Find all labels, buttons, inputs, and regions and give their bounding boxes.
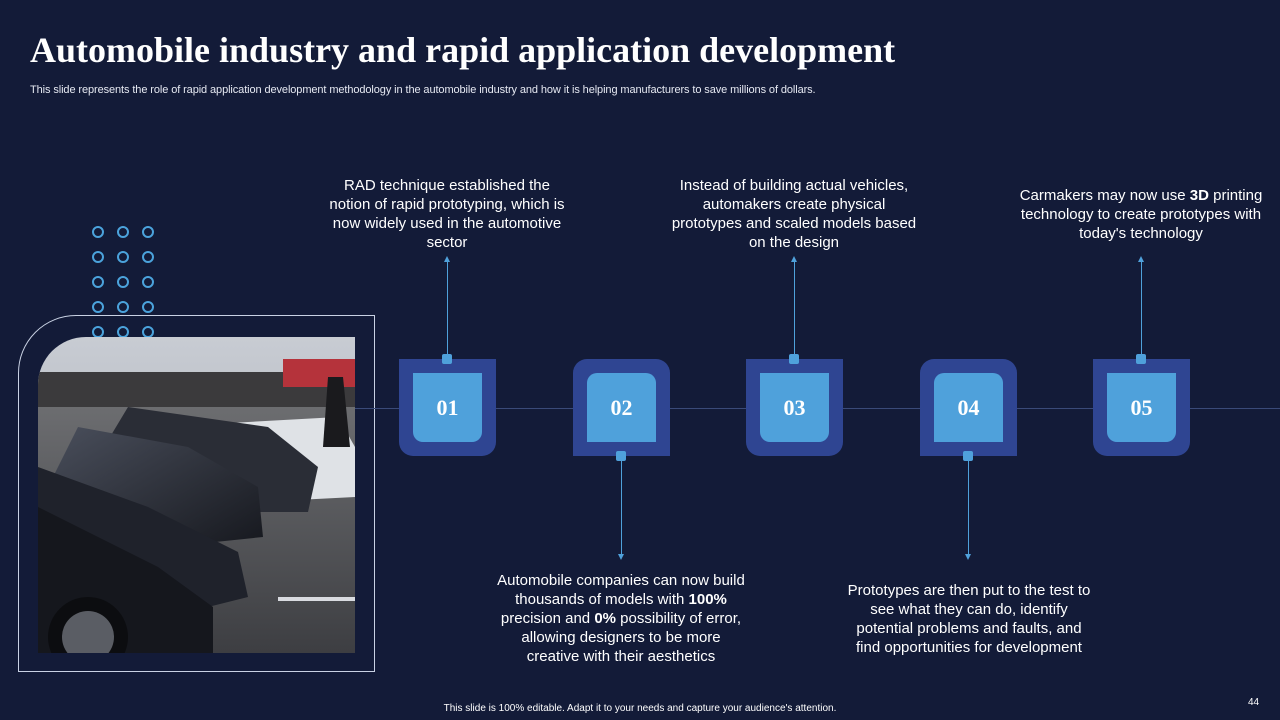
step-description-04: Prototypes are then put to the test to s…: [843, 581, 1095, 657]
description-text: Prototypes are then put to the test to s…: [847, 582, 1091, 656]
emphasis-text: 100%: [688, 591, 727, 608]
arrow-down-icon: [965, 554, 971, 560]
decorative-dot: [117, 301, 129, 313]
step-badge-02: 02: [573, 359, 670, 456]
decorative-dot: [142, 226, 154, 238]
slide-title: Automobile industry and rapid applicatio…: [30, 30, 896, 70]
description-text: printing technology to create prototypes…: [1020, 187, 1263, 242]
connector-line: [1141, 262, 1142, 355]
step-number: 04: [934, 373, 1003, 442]
step-badge-01: 01: [399, 359, 496, 456]
decorative-dot: [117, 226, 129, 238]
connector-node: [616, 451, 626, 461]
step-number: 05: [1107, 373, 1176, 442]
step-description-01: RAD technique established the notion of …: [327, 176, 567, 252]
arrow-up-icon: [1138, 256, 1144, 262]
decorative-dot: [117, 276, 129, 288]
step-number: 02: [587, 373, 656, 442]
photo-frame: [18, 315, 375, 672]
step-number: 01: [413, 373, 482, 442]
step-number: 03: [760, 373, 829, 442]
description-text: Automobile companies can now build thous…: [497, 572, 745, 608]
description-text: RAD technique established the notion of …: [329, 177, 565, 251]
decorative-dot: [142, 276, 154, 288]
connector-line: [447, 262, 448, 355]
step-badge-04: 04: [920, 359, 1017, 456]
arrow-up-icon: [791, 256, 797, 262]
description-text: precision and: [500, 610, 595, 627]
arrow-down-icon: [618, 554, 624, 560]
step-badge-05: 05: [1093, 359, 1190, 456]
connector-line: [621, 460, 622, 554]
description-text: possibility of error, allowing designers…: [521, 610, 742, 665]
decorative-dot: [142, 251, 154, 263]
connector-line: [794, 262, 795, 355]
car-lot-photo: [38, 337, 355, 653]
description-text: Carmakers may now use: [1019, 187, 1190, 204]
decorative-dot: [92, 251, 104, 263]
emphasis-text: 0%: [594, 610, 617, 627]
step-description-02: Automobile companies can now build thous…: [496, 571, 746, 666]
decorative-dot: [117, 251, 129, 263]
description-text: Instead of building actual vehicles, aut…: [671, 177, 917, 251]
decorative-dot: [92, 226, 104, 238]
arrow-up-icon: [444, 256, 450, 262]
connector-line: [968, 460, 969, 554]
page-number: 44: [1248, 697, 1260, 708]
connector-node: [1136, 354, 1146, 364]
connector-node: [963, 451, 973, 461]
decorative-dot: [92, 276, 104, 288]
slide-subtitle: This slide represents the role of rapid …: [30, 84, 816, 96]
decorative-dot: [142, 301, 154, 313]
connector-node: [789, 354, 799, 364]
emphasis-text: 3D: [1189, 187, 1209, 204]
step-badge-03: 03: [746, 359, 843, 456]
decorative-dot: [92, 301, 104, 313]
slide-footer: This slide is 100% editable. Adapt it to…: [443, 703, 837, 714]
step-description-05: Carmakers may now use 3D printing techno…: [1016, 186, 1266, 243]
connector-node: [442, 354, 452, 364]
step-description-03: Instead of building actual vehicles, aut…: [669, 176, 919, 252]
